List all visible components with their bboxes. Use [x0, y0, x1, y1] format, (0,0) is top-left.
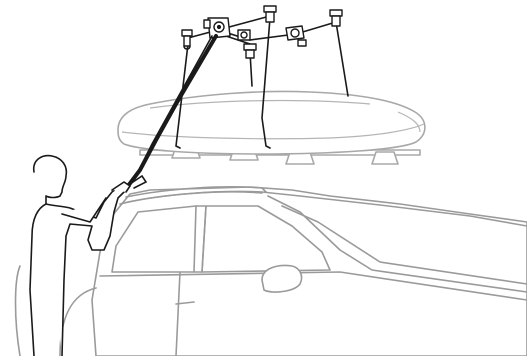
car-side-mirror [262, 266, 302, 292]
person-head [34, 156, 67, 204]
car-rear-bumper [16, 266, 21, 356]
car-rear-fender [60, 288, 96, 356]
pulley-right [286, 26, 306, 46]
ceiling-mount-rear [264, 6, 276, 22]
rope-right [336, 22, 348, 96]
pulley-left [238, 30, 250, 40]
ceiling-mount-left [182, 30, 192, 49]
rack-foot-right [372, 152, 398, 164]
ceiling-mount-right [330, 10, 342, 26]
ceiling-mount-center [244, 44, 256, 58]
